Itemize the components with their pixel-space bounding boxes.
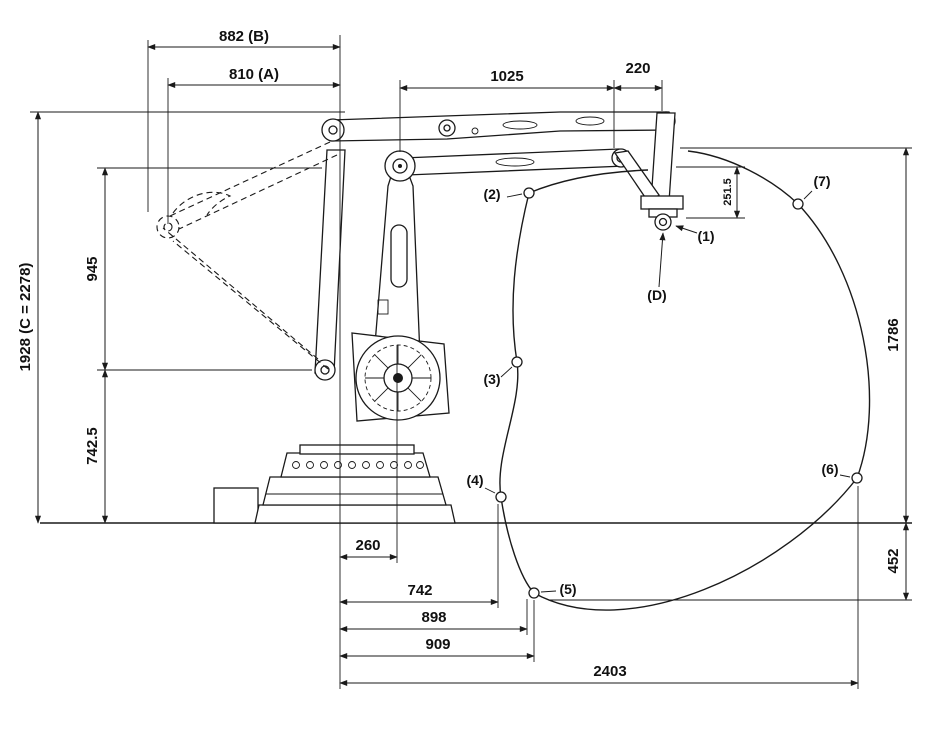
base-body	[262, 476, 447, 506]
label-251-5: 251.5	[722, 178, 734, 206]
lower-arm-slot	[390, 224, 408, 288]
label-260: 260	[355, 537, 380, 554]
envelope-point-5	[528, 587, 540, 599]
leader-point-7	[803, 190, 813, 200]
label-742: 742	[407, 582, 432, 599]
robot-side-view	[40, 111, 912, 524]
envelope-point-2	[523, 187, 535, 199]
envelope-point-4	[495, 491, 507, 503]
label-1025: 1025	[490, 68, 523, 85]
label-909: 909	[425, 636, 450, 653]
wrist-link	[613, 150, 660, 204]
base-plate	[254, 504, 456, 524]
envelope-point-6	[851, 472, 863, 484]
label-898: 898	[421, 609, 446, 626]
top-link-lower	[402, 148, 626, 176]
label-742-5: 742.5	[84, 427, 101, 465]
dashed-link-1	[169, 141, 331, 217]
label-1928-c: 1928 (C = 2278)	[17, 263, 34, 372]
label-point-4: (4)	[466, 472, 483, 488]
arm-detail	[377, 299, 389, 315]
label-point-7: (7)	[813, 173, 830, 189]
dimension-lines	[34, 43, 910, 687]
wrist-body	[640, 195, 684, 210]
elbow-joint-pin	[398, 164, 402, 168]
turntable-top-plate	[299, 444, 415, 455]
top-link-hole	[471, 127, 479, 135]
label-945: 945	[84, 256, 101, 281]
leader-point-6	[839, 474, 851, 478]
leader-point-4	[484, 487, 496, 494]
label-810-a: 810 (A)	[229, 66, 279, 83]
dashed-link-4	[172, 240, 329, 370]
top-link-slot-2	[575, 116, 605, 126]
extension-lines	[30, 35, 912, 689]
top-link-lower-slot	[495, 157, 535, 167]
label-882-b: 882 (B)	[219, 28, 269, 45]
leader-point-d-arrow	[658, 232, 666, 288]
top-link-upper	[330, 111, 673, 142]
label-point-1: (1)	[697, 228, 714, 244]
dashed-link-2	[178, 154, 338, 230]
label-point-2: (2)	[483, 186, 500, 202]
rear-link	[314, 149, 346, 374]
gear-spokes	[365, 345, 431, 411]
mid-top-joint-pin	[443, 124, 451, 132]
label-point-6: (6)	[821, 461, 838, 477]
base-side-block	[213, 487, 259, 524]
envelope-point-7	[792, 198, 804, 210]
label-2403: 2403	[593, 663, 626, 680]
dashed-link-3	[162, 227, 319, 360]
rear-top-joint-pin	[328, 125, 338, 135]
gear-center	[393, 373, 403, 383]
leader-point-3	[500, 366, 513, 378]
dashed-bracket	[172, 191, 232, 216]
point-labels: (1) (2) (3) (4) (5) (6) (7) (D)	[466, 173, 838, 597]
work-envelope	[484, 150, 871, 611]
label-point-3: (3)	[483, 371, 500, 387]
dashed-joint-pin	[163, 222, 173, 232]
dimension-labels: 882 (B) 810 (A) 1025 220 1928 (C = 2278)…	[17, 28, 902, 680]
envelope-point-3	[511, 356, 523, 368]
label-1786: 1786	[885, 318, 902, 351]
leader-point-1-arrow	[675, 225, 698, 234]
leader-point-5	[540, 590, 557, 593]
label-220: 220	[625, 60, 650, 77]
top-link-slot	[502, 120, 538, 130]
turntable-bolts	[292, 461, 424, 469]
leader-point-2	[506, 193, 523, 198]
label-point-d: (D)	[647, 287, 666, 303]
label-452: 452	[885, 548, 902, 573]
flange-center	[658, 217, 668, 227]
label-point-5: (5)	[559, 581, 576, 597]
envelope-curve	[499, 150, 871, 611]
alternate-position-dashed	[156, 141, 338, 370]
